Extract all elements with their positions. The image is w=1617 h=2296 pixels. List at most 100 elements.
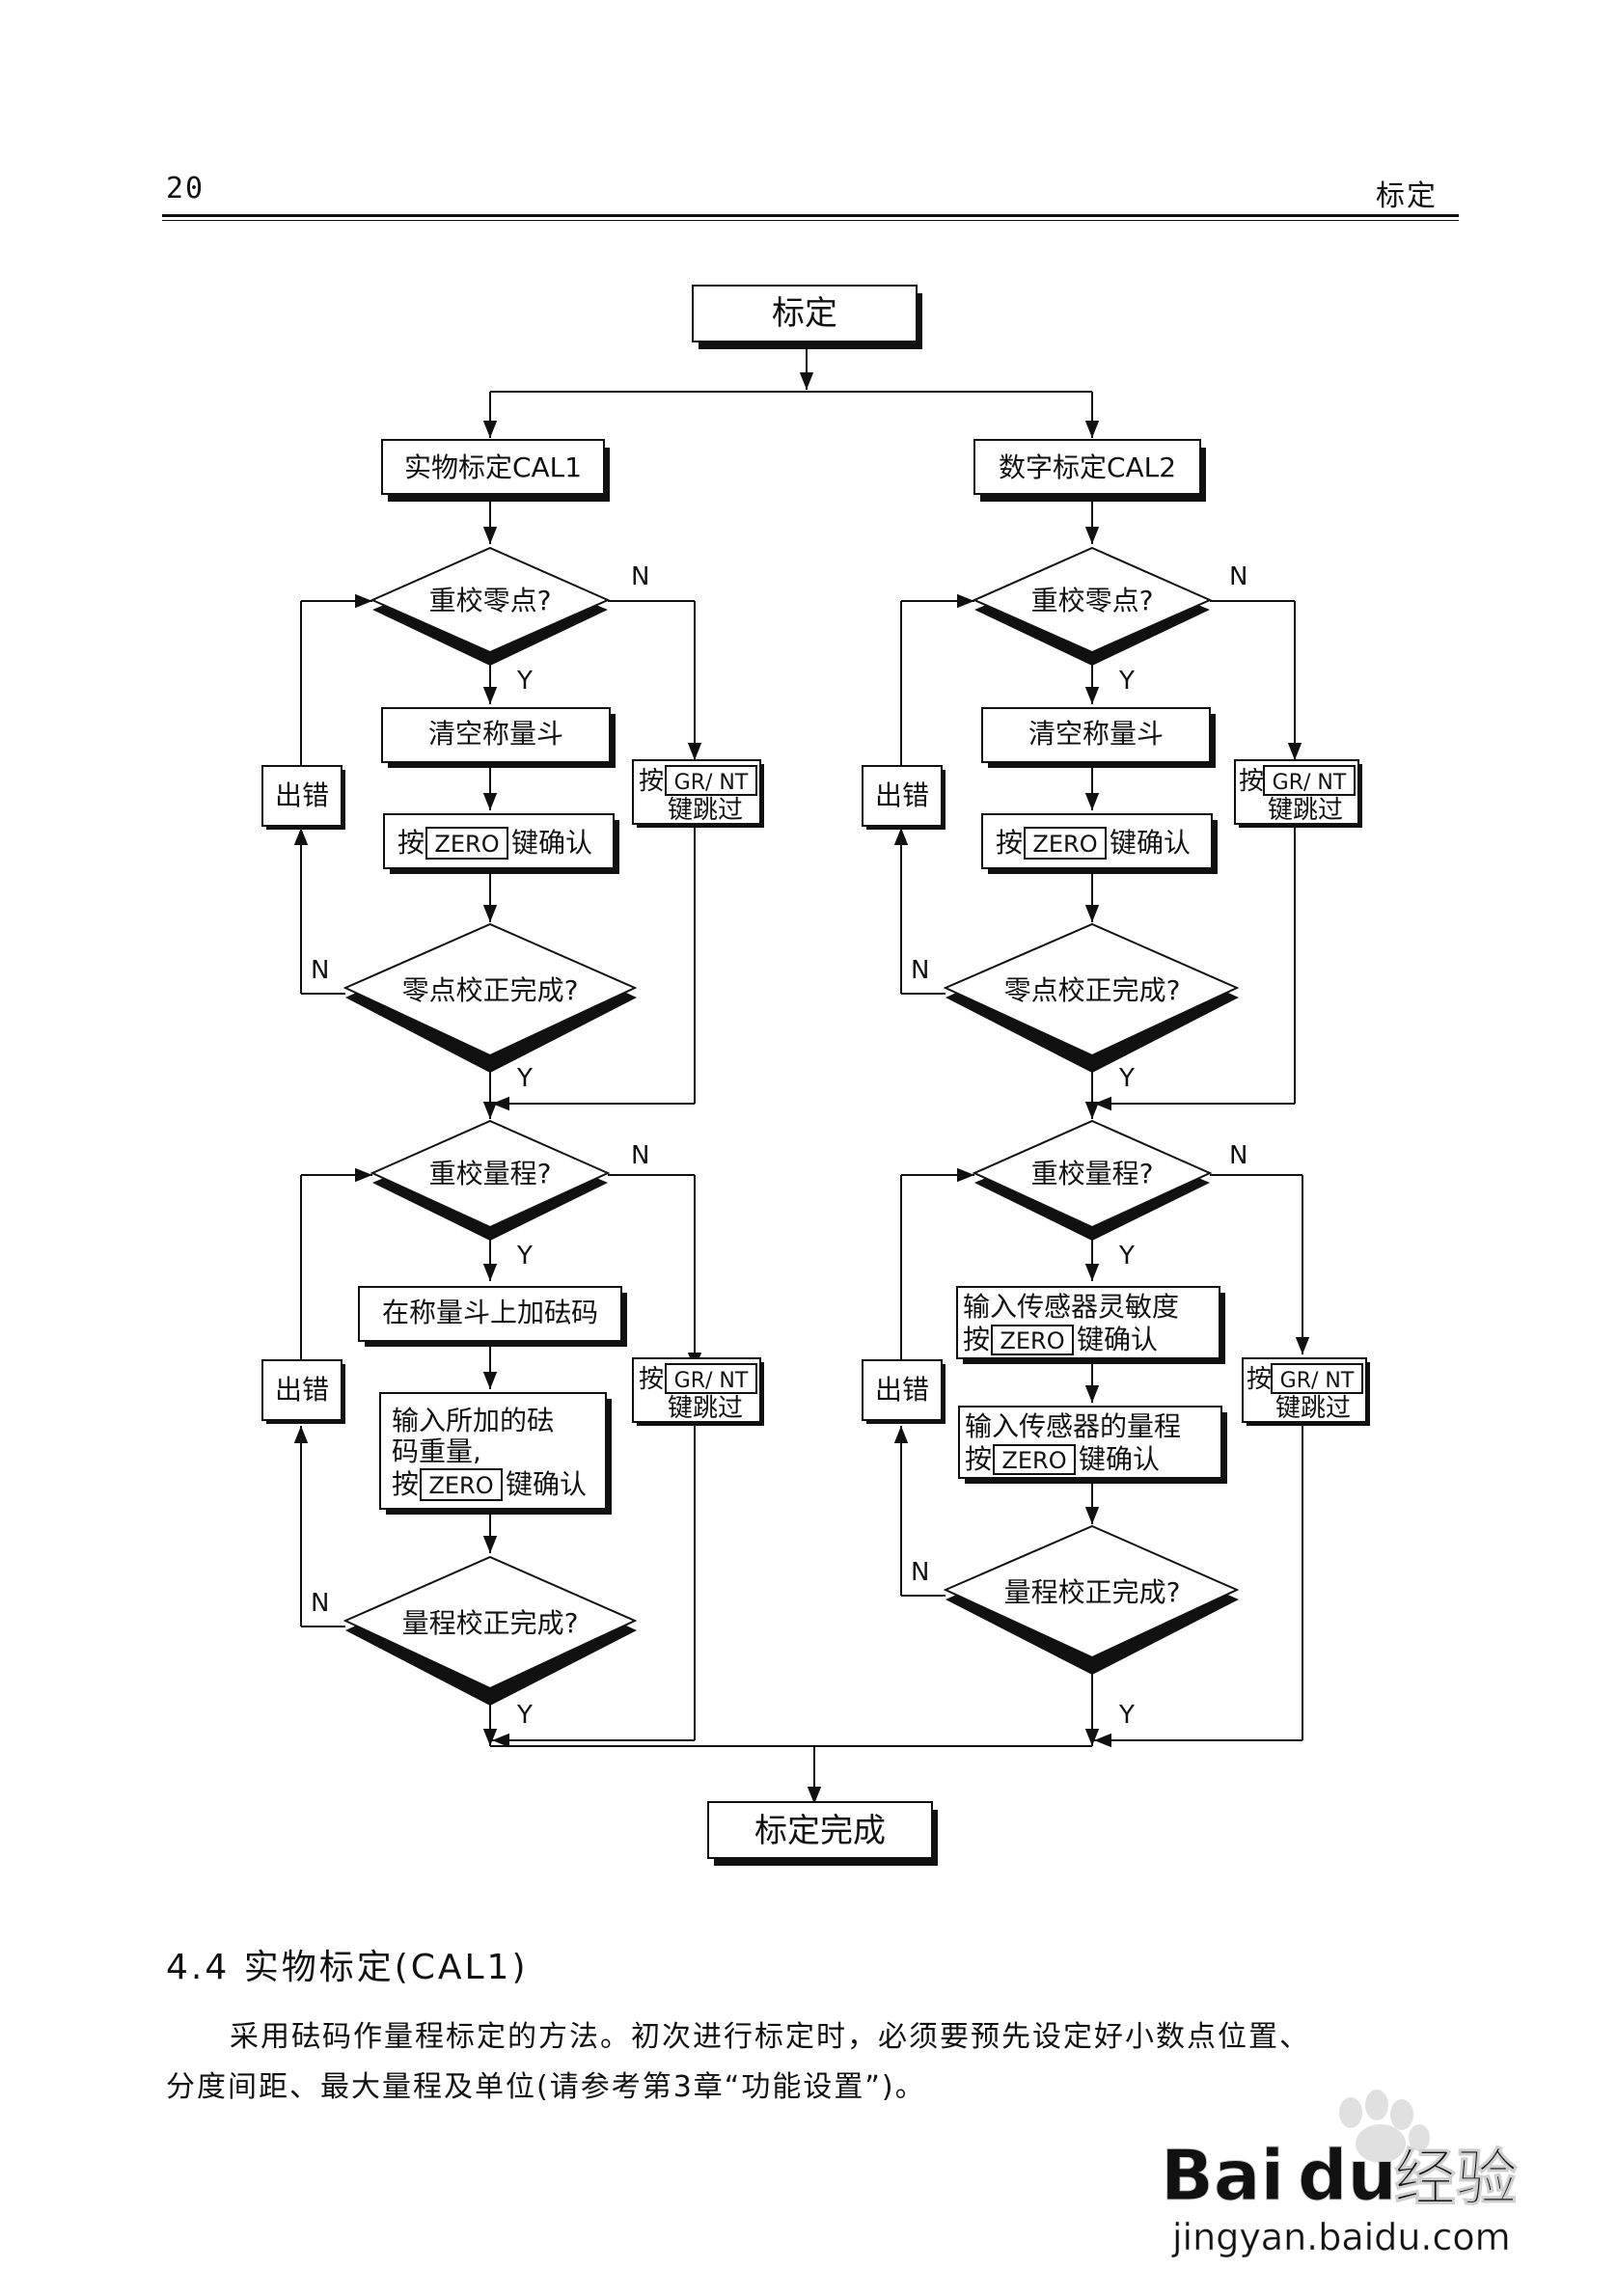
svg-text:输入所加的砝: 输入所加的砝 — [392, 1405, 554, 1436]
right-n-label-4: N — [911, 1558, 929, 1587]
svg-text:GR/ NT: GR/ NT — [674, 1369, 749, 1393]
right-n-label-1: N — [1229, 562, 1247, 591]
header-rule-thin — [162, 220, 1459, 221]
svg-text:键确认: 键确认 — [1079, 1443, 1160, 1475]
left-q-span-diamond: 重校量程? — [370, 1119, 611, 1241]
body-paragraph-line-2: 分度间距、最大量程及单位(请参考第3章“功能设置”)。 — [166, 2070, 926, 2104]
left-zero-done-diamond: 零点校正完成? — [343, 922, 638, 1073]
left-q-zero-diamond: 重校零点? — [370, 546, 611, 666]
svg-text:键确认: 键确认 — [1077, 1324, 1158, 1355]
zero-key — [991, 1325, 1074, 1355]
start-label: 标定 — [772, 294, 837, 333]
left-y-label-3: Y — [516, 1242, 533, 1271]
right-zero-confirm-box: 按 ZERO 键确认 — [981, 813, 1218, 874]
left-input-weight-box: 输入所加的砝 码重量, 按 ZERO 键确认 — [379, 1392, 612, 1515]
right-clear-box: 清空称量斗 — [981, 707, 1216, 768]
svg-text:键确认: 键确认 — [1110, 827, 1191, 859]
left-column: 实物标定CAL1 重校零点? N Y 清空称量斗 按 ZERO 键确认 零点校正… — [261, 439, 764, 1730]
end-label: 标定完成 — [754, 1812, 886, 1850]
zero-key — [1024, 827, 1107, 860]
svg-text:出错: 出错 — [875, 1374, 929, 1406]
grnt-key — [665, 1363, 757, 1394]
left-y-label-1: Y — [516, 667, 533, 696]
watermark-brand-2: du — [1298, 2135, 1397, 2216]
zero-key — [993, 1444, 1076, 1475]
svg-text:ZERO: ZERO — [1000, 1327, 1064, 1354]
flow-lines — [293, 345, 1310, 1804]
svg-text:按: 按 — [639, 1365, 664, 1394]
right-n-label-3: N — [1229, 1141, 1247, 1170]
left-skip-box-2: 按 GR/ NT 键跳过 — [632, 1357, 764, 1426]
svg-text:按: 按 — [639, 767, 664, 796]
svg-text:键跳过: 键跳过 — [668, 1394, 743, 1423]
right-n-label-2: N — [911, 956, 929, 985]
svg-text:按: 按 — [397, 827, 425, 859]
right-q-zero-done: 零点校正完成? — [1004, 974, 1181, 1006]
svg-text:键确认: 键确认 — [506, 1468, 587, 1500]
svg-text:按: 按 — [996, 827, 1023, 859]
right-title: 数字标定CAL2 — [999, 451, 1176, 483]
left-skip-box-1: 按 GR/ NT 键跳过 — [632, 759, 764, 828]
right-sens-box: 输入传感器灵敏度 按 ZERO 键确认 — [956, 1286, 1225, 1364]
right-q-zero-diamond: 重校零点? — [972, 546, 1213, 666]
left-y-label-2: Y — [516, 1064, 533, 1093]
grnt-key — [665, 765, 757, 796]
right-y-label-4: Y — [1118, 1701, 1135, 1730]
left-clear: 清空称量斗 — [428, 718, 563, 750]
right-title-box: 数字标定CAL2 — [973, 439, 1206, 502]
right-error-box-1: 出错 — [862, 765, 946, 830]
page-number: 20 — [166, 172, 206, 205]
header-title: 标定 — [1376, 179, 1438, 213]
right-span-done-diamond: 量程校正完成? — [943, 1524, 1240, 1675]
baidu-watermark: Bai du 经验 jingyan.baidu.com — [1161, 2090, 1519, 2258]
left-q-span-done: 量程校正完成? — [402, 1607, 579, 1639]
svg-text:键确认: 键确认 — [511, 827, 592, 859]
paw-icon — [1339, 2090, 1430, 2163]
left-error-box-2: 出错 — [261, 1359, 345, 1424]
left-q-zero-done: 零点校正完成? — [402, 974, 579, 1006]
right-q-span: 重校量程? — [1031, 1158, 1154, 1189]
left-span-done-diamond: 量程校正完成? — [343, 1555, 638, 1706]
right-q-span-done: 量程校正完成? — [1004, 1576, 1181, 1608]
left-add-weight-box: 在称量斗上加砝码 — [358, 1286, 627, 1347]
right-q-span-diamond: 重校量程? — [972, 1119, 1213, 1241]
left-error-box-1: 出错 — [261, 765, 345, 830]
svg-text:出错: 出错 — [275, 779, 329, 811]
end-node: 标定完成 — [707, 1801, 938, 1866]
watermark-brand: Bai — [1161, 2135, 1284, 2216]
body-paragraph-line-1: 采用砝码作量程标定的方法。初次进行标定时，必须要预先设定好小数点位置、 — [230, 2020, 1310, 2054]
section-heading: 4.4 实物标定(CAL1) — [166, 1948, 529, 1987]
svg-text:按: 按 — [1247, 1365, 1272, 1394]
svg-text:ZERO: ZERO — [1032, 831, 1097, 858]
left-n-label-2: N — [311, 956, 329, 985]
svg-text:ZERO: ZERO — [434, 831, 499, 858]
svg-text:键跳过: 键跳过 — [1275, 1394, 1351, 1423]
svg-text:ZERO: ZERO — [1001, 1447, 1066, 1474]
header-rule — [162, 214, 1459, 217]
right-column: 数字标定CAL2 重校零点? N Y 清空称量斗 按 ZERO 键确认 零点校正… — [862, 439, 1370, 1730]
right-clear: 清空称量斗 — [1028, 718, 1164, 750]
svg-text:码重量,: 码重量, — [392, 1435, 481, 1467]
grnt-key — [1263, 765, 1356, 796]
svg-text:按: 按 — [963, 1324, 990, 1355]
right-y-label-2: Y — [1118, 1064, 1135, 1093]
right-q-zero: 重校零点? — [1031, 585, 1154, 616]
svg-text:GR/ NT: GR/ NT — [1280, 1369, 1355, 1393]
svg-text:输入传感器的量程: 输入传感器的量程 — [965, 1410, 1181, 1442]
right-skip-box-1: 按 GR/ NT 键跳过 — [1234, 759, 1362, 828]
svg-text:GR/ NT: GR/ NT — [1273, 771, 1347, 795]
left-n-label-4: N — [311, 1589, 329, 1618]
zero-key — [425, 827, 508, 860]
svg-text:按: 按 — [965, 1443, 992, 1475]
left-add-weight: 在称量斗上加砝码 — [382, 1297, 598, 1328]
svg-text:键跳过: 键跳过 — [668, 796, 743, 825]
watermark-url: jingyan.baidu.com — [1171, 2216, 1511, 2258]
start-node: 标定 — [692, 285, 922, 349]
right-y-label-1: Y — [1118, 667, 1135, 696]
right-error-box-2: 出错 — [862, 1359, 946, 1424]
left-title-box: 实物标定CAL1 — [381, 439, 610, 502]
right-skip-box-2: 按 GR/ NT 键跳过 — [1242, 1357, 1370, 1426]
left-n-label-1: N — [631, 562, 649, 591]
watermark-brand-cn: 经验 — [1394, 2144, 1518, 2215]
